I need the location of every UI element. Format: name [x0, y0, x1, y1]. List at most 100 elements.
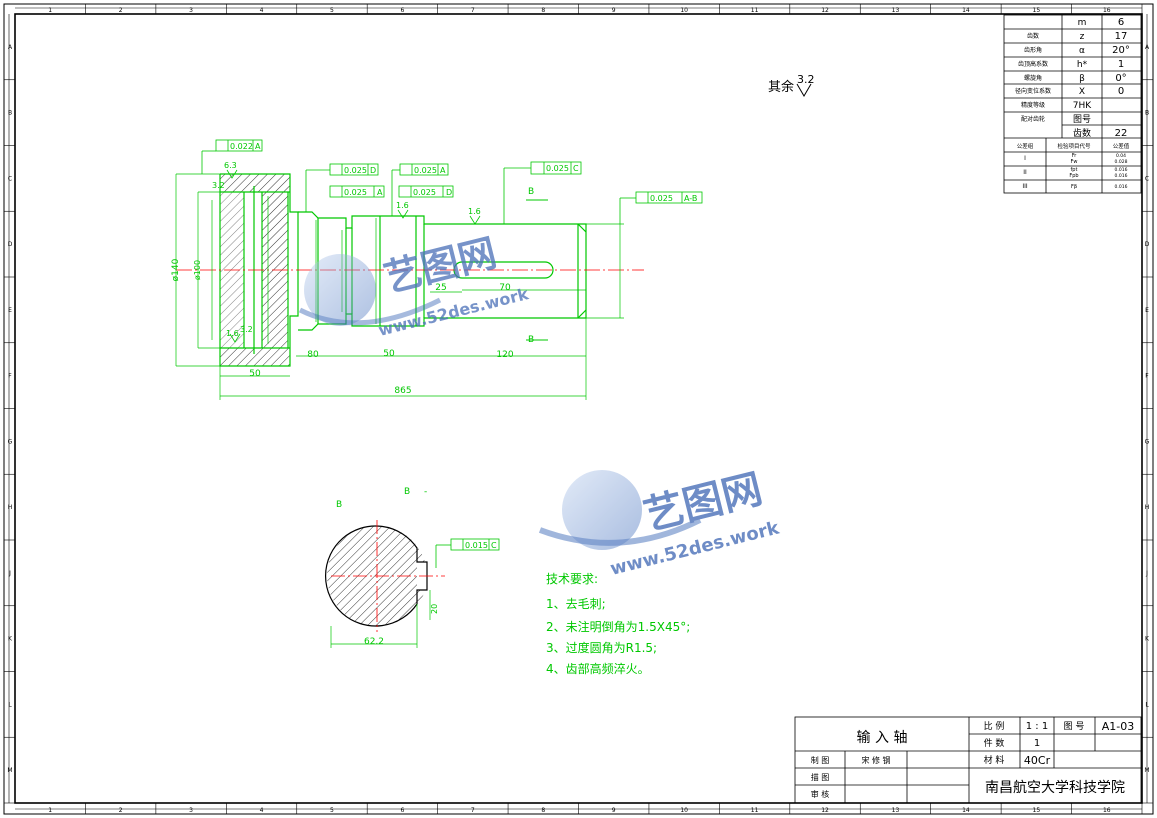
frame-number-bottom: 1: [48, 807, 52, 814]
tol-1-ref: A: [255, 142, 261, 151]
material-value: 40Cr: [1024, 754, 1051, 767]
frame-number-top: 16: [1103, 7, 1111, 14]
tol-2-ref: D: [370, 166, 376, 175]
tol-group: II: [1023, 169, 1027, 176]
tech-title: 技术要求:: [546, 572, 598, 586]
section-b-b: 62.2 20 B B -: [324, 487, 445, 648]
checked-label: 审 核: [811, 789, 830, 799]
frame-letter-left: H: [8, 504, 13, 511]
tol-table-header: 公差值: [1113, 142, 1130, 150]
frame-number-bottom: 5: [330, 807, 334, 814]
param-label: 精度等级: [1021, 101, 1045, 109]
gear-parameter-table: [1003, 14, 1142, 194]
frame-number-top: 2: [119, 7, 123, 14]
tol-table-header: 检验项目代号: [1057, 142, 1091, 150]
frame-number-top: 13: [892, 7, 900, 14]
drawing-no-value: A1-03: [1102, 720, 1135, 733]
frame-number-top: 3: [189, 7, 193, 14]
param-value: 0°: [1115, 73, 1126, 84]
frame-number-bottom: 6: [400, 807, 404, 814]
scale-value: 1 : 1: [1026, 721, 1048, 732]
tech-item-2: 2、未注明倒角为1.5X45°;: [546, 619, 690, 634]
frame-letter-left: E: [8, 307, 12, 314]
frame-number-bottom: 12: [821, 807, 829, 814]
watermark-center: 艺图网 www.52des.work: [538, 466, 782, 580]
param-label: 齿形角: [1024, 46, 1042, 54]
roughness-1-6-a: 1.6: [396, 201, 409, 210]
tol-code: Fr: [1072, 153, 1078, 159]
frame-number-bottom: 16: [1103, 807, 1111, 814]
roughness-1-6-c: 1.6: [226, 329, 239, 338]
dim-865: 865: [394, 386, 411, 396]
frame-number-bottom: 15: [1033, 807, 1041, 814]
frame-number-top: 10: [680, 7, 688, 14]
tol-value: 0.016: [1115, 167, 1128, 173]
frame-letter-right: D: [1145, 241, 1150, 248]
frame-number-top: 7: [471, 7, 475, 14]
frame-number-bottom: 4: [260, 807, 264, 814]
dim-d100: ø100: [193, 260, 202, 280]
frame-number-bottom: 3: [189, 807, 193, 814]
roughness-3-2-a: 3.2: [240, 325, 253, 334]
frame-number-bottom: 13: [892, 807, 900, 814]
param-label: 齿顶高系数: [1018, 60, 1048, 68]
frame-letter-left: D: [8, 241, 13, 248]
frame-number-top: 5: [330, 7, 334, 14]
param-label: 径向变位系数: [1015, 87, 1051, 95]
tol-code: Fβ: [1071, 184, 1077, 190]
param-label: 配对齿轮: [1021, 115, 1045, 123]
frame-number-bottom: 2: [119, 807, 123, 814]
school-name: 南昌航空大学科技学院: [985, 780, 1125, 796]
part-name: 输 入 轴: [857, 730, 908, 746]
frame-letter-left: G: [8, 438, 13, 445]
tol-1-value: 0.022: [230, 142, 253, 151]
param-value: 22: [1115, 128, 1128, 139]
param-symbol: 齿数: [1073, 127, 1091, 139]
tol-value: 0.016: [1115, 173, 1128, 179]
tol-3-value: 0.025: [414, 166, 437, 175]
frame-number-bottom: 9: [612, 807, 616, 814]
section-mark-top: B: [528, 187, 534, 197]
tol-5-ref: D: [446, 188, 452, 197]
frame-letter-right: K: [1145, 636, 1150, 643]
roughness-note: 其余 3.2: [768, 73, 815, 97]
param-symbol: z: [1080, 32, 1085, 42]
param-symbol: 7HK: [1073, 101, 1092, 111]
frame-number-bottom: 8: [541, 807, 545, 814]
tol-3-ref: A: [440, 166, 446, 175]
tol-4-value: 0.025: [344, 188, 367, 197]
tol-7-value: 0.025: [650, 194, 673, 203]
frame-letter-left: A: [8, 44, 13, 51]
frame-number-bottom: 10: [680, 807, 688, 814]
tol-8-ref: C: [491, 541, 497, 550]
param-value: 20°: [1112, 45, 1130, 56]
drawn-label: 制 图: [811, 755, 830, 765]
param-value: 17: [1115, 31, 1128, 42]
frame-letter-right: H: [1145, 504, 1150, 511]
section-label-left: B: [336, 500, 342, 510]
tol-group: III: [1022, 183, 1028, 190]
param-symbol: α: [1079, 46, 1085, 56]
tech-item-4: 4、齿部高频淬火。: [546, 661, 650, 676]
roughness-1-6-b: 1.6: [468, 207, 481, 216]
tech-item-3: 3、过度圆角为R1.5;: [546, 640, 657, 655]
frame-letter-left: C: [8, 175, 12, 182]
dim-70: 70: [499, 283, 511, 293]
param-value: 6: [1118, 17, 1124, 28]
dim-50b: 50: [383, 349, 395, 359]
dim-50a: 50: [249, 369, 261, 379]
param-label: 齿数: [1027, 32, 1039, 40]
dim-25: 25: [435, 283, 446, 293]
frame-letter-right: E: [1145, 307, 1149, 314]
drawing-frame: [3, 3, 1154, 815]
tol-table-header: 公差组: [1017, 142, 1034, 150]
tol-4-ref: A: [377, 188, 383, 197]
drawing-no-label: 图 号: [1064, 721, 1085, 732]
scale-label: 比 例: [984, 720, 1005, 732]
frame-letter-right: J: [1145, 570, 1148, 577]
dim-d140: ø140: [171, 258, 181, 281]
tol-6-ref: C: [573, 164, 579, 173]
tech-item-1: 1、去毛刺;: [546, 597, 606, 611]
